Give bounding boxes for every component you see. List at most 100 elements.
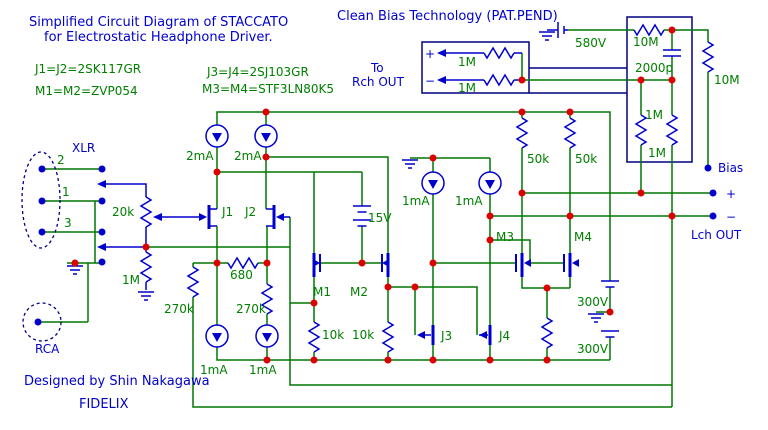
input-select-arrow-2: [97, 243, 106, 251]
label-300v-1: 300V: [577, 295, 609, 309]
label-2000p: 2000p: [635, 61, 673, 75]
lch-minus-terminal-dot: [709, 212, 717, 220]
label-270k-1: 270k: [164, 302, 194, 316]
label-300v-2: 300V: [577, 342, 609, 356]
note-jfet-second: J3=J4=2SJ103GR: [206, 65, 309, 79]
pad-dot-1: [98, 165, 106, 173]
rch-plus-arrow: [437, 49, 446, 57]
label-10k-1: 10k: [322, 328, 344, 342]
label-2ma-1: 2mA: [186, 149, 214, 163]
junction-dots: [71, 26, 676, 364]
label-rca: RCA: [35, 342, 60, 356]
label-rch-1m-minus: 1M: [458, 81, 476, 95]
current-source-2ma-2: [254, 124, 278, 148]
label-1ma-tail2: 1mA: [249, 363, 277, 377]
ground-580v: [538, 31, 556, 41]
resistor-1m-input: [140, 251, 152, 283]
input-select-arrow-1: [97, 180, 106, 188]
rca-pin-dot: [34, 318, 42, 326]
label-15v: 15V: [368, 211, 392, 225]
resistor-20k-pot: [140, 196, 152, 228]
label-10m-bleed: 10M: [714, 73, 740, 87]
label-1ma-mid1: 1mA: [402, 194, 430, 208]
label-1m-lch-plus: 1M: [645, 108, 663, 122]
bias-terminal-dot: [704, 164, 712, 172]
power-symbols: [66, 22, 682, 338]
resistors: [140, 24, 714, 353]
clean-bias-enclosures: [421, 16, 693, 163]
xlr-connector-outline: [21, 151, 61, 249]
label-pin2: 2: [57, 153, 65, 167]
current-source-1ma-mid2: [478, 171, 502, 195]
label-xlr: XLR: [72, 141, 95, 155]
rch-to-label: To: [370, 61, 384, 75]
label-j4: J4: [498, 329, 510, 343]
label-bias: Bias: [718, 161, 743, 175]
note-jfet-input: J1=J2=2SK117GR: [34, 62, 141, 76]
resistor-10k-1: [308, 321, 320, 353]
resistor-1m-rch-plus: [483, 47, 515, 59]
battery-300v-1: [600, 280, 620, 288]
title-line2: for Electrostatic Headphone Driver.: [44, 30, 273, 45]
terminal-dots: [34, 164, 717, 326]
jfet-j2: [272, 205, 284, 229]
ground-input: [66, 265, 84, 275]
resistor-10m-series: [633, 24, 665, 36]
pot-wiper-arrow: [153, 213, 162, 221]
label-lch-minus: −: [726, 210, 736, 224]
mosfet-m3: [515, 253, 531, 277]
jfet-j3: [417, 325, 435, 345]
pad-dot-2: [98, 197, 106, 205]
ground-pot: [137, 291, 155, 301]
label-10m-series: 10M: [633, 35, 659, 49]
resistor-50k-2: [564, 117, 576, 149]
label-m4: M4: [574, 230, 592, 244]
note-mos-shift: M1=M2=ZVP054: [35, 84, 138, 98]
xlr-pin1-dot: [38, 197, 46, 205]
jfet-j1: [199, 205, 211, 229]
label-j1: J1: [221, 205, 233, 219]
label-m2: M2: [350, 285, 368, 299]
current-source-1ma-mid1: [421, 171, 445, 195]
label-j2: J2: [244, 205, 256, 219]
label-10k-2: 10k: [352, 328, 374, 342]
label-pin3: 3: [64, 216, 72, 230]
label-2ma-2: 2mA: [234, 149, 262, 163]
label-680: 680: [230, 268, 253, 282]
rch-minus-arrow: [437, 76, 446, 84]
resistor-50k-1: [516, 117, 528, 149]
label-50k-1: 50k: [527, 152, 549, 166]
credit-company: FIDELIX: [79, 397, 129, 412]
rch-plus-sign: +: [425, 47, 435, 61]
ground-300v: [587, 313, 605, 323]
lch-plus-terminal-dot: [709, 189, 717, 197]
label-j3: J3: [440, 329, 452, 343]
battery-580v: [557, 22, 568, 38]
label-rch-1m-plus: 1M: [458, 55, 476, 69]
label-m3: M3: [496, 230, 514, 244]
signal-arrows: [97, 49, 446, 251]
note-mos-output: M3=M4=STF3LN80K5: [202, 82, 334, 96]
label-270k-2: 270k: [236, 302, 266, 316]
jfet-j4: [479, 325, 492, 345]
capacitor-2000p: [662, 49, 682, 57]
resistor-10k-2: [382, 321, 394, 353]
labels: Simplified Circuit Diagram of STACCATO f…: [24, 9, 743, 412]
label-1ma-tail1: 1mA: [200, 363, 228, 377]
xlr-pin2-dot: [38, 165, 46, 173]
current-source-1ma-tail2: [255, 324, 279, 348]
resistor-270k-1: [187, 266, 199, 298]
resistor-1m-lch-minus: [666, 114, 678, 146]
label-50k-2: 50k: [575, 152, 597, 166]
lch-bias-box: [626, 16, 693, 163]
label-lch-plus: +: [726, 187, 736, 201]
rch-minus-sign: −: [425, 74, 435, 88]
label-580v: 580V: [575, 36, 607, 50]
resistor-1m-rch-minus: [483, 74, 515, 86]
rch-out-label: Rch OUT: [352, 75, 405, 89]
pad-dot-3: [98, 228, 106, 236]
label-20k: 20k: [112, 205, 134, 219]
mosfet-m4: [563, 253, 579, 277]
current-source-1ma-tail1: [205, 324, 229, 348]
